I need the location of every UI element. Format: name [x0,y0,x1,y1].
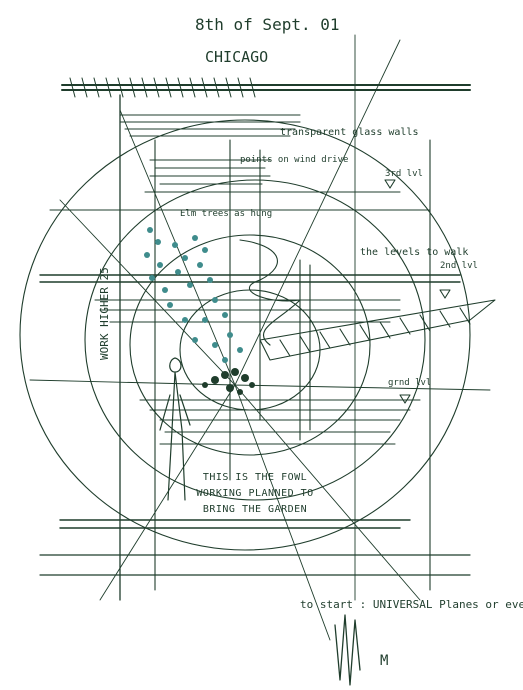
note-elm: Elm trees as hung [180,209,272,219]
note-center-text: THIS IS THE FOWL WORKING PLANNED TO BRIN… [196,472,314,515]
note-signature: M [380,653,388,669]
perspective-lines [29,39,491,641]
ellipse-inner [179,289,321,411]
top-hatch [69,77,256,98]
notes-layer: 8th of Sept. 01 CHICAGO transparent glas… [98,15,523,669]
note-levels: the levels to walk [360,247,468,258]
note-ground: grnd lvl [388,378,431,388]
tree-dots [144,227,243,363]
level-line-2 [39,274,461,283]
note-level-1: 3rd lvl [385,169,423,179]
focal-cluster [202,368,255,395]
mid-band [144,159,401,193]
note-date: 8th of Sept. 01 [195,15,340,34]
note-bottom: to start : UNIVERSAL Planes or even [300,598,523,611]
ellipse-outer [84,179,426,501]
level-lines [94,299,401,323]
ellipse-far [19,119,471,551]
column-right [299,259,311,441]
note-center: THIS IS THE FOWL WORKING PLANNED TO BRIN… [195,470,315,518]
note-city: CHICAGO [205,48,268,66]
spiral-scribble [239,239,301,346]
lower-band [139,399,421,445]
walkway [259,299,496,361]
note-glass: transparent glass walls [280,127,418,138]
top-horizon [61,84,471,91]
ellipse-mid [129,234,371,456]
human-figure [159,357,191,501]
ink-layer [19,34,496,686]
upper-band [119,114,301,137]
level-markers [384,179,451,404]
note-level-2: 2nd lvl [440,261,478,271]
signature-scribble [334,614,361,686]
base-lines [39,554,471,576]
note-points: points on wind drive [240,155,348,165]
walkway-treads [279,307,471,357]
note-vertical: WORK HIGHER 25 [98,267,111,360]
